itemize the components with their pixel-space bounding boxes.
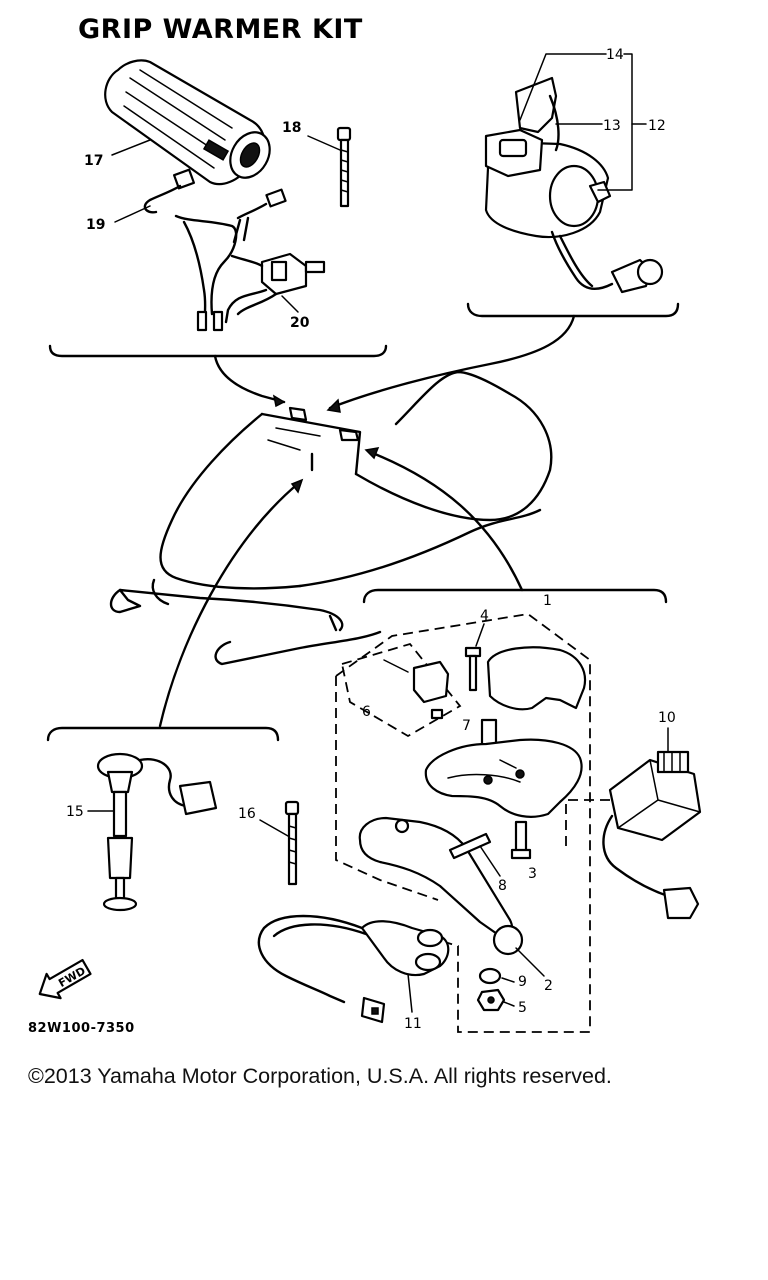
callout-14: 14 xyxy=(606,47,624,63)
callout-6: 6 xyxy=(362,704,371,720)
callout-19: 19 xyxy=(86,217,105,233)
snowmobile-outline xyxy=(109,370,553,666)
callout-16: 16 xyxy=(238,806,256,822)
callout-8: 8 xyxy=(498,878,507,894)
callout-13: 13 xyxy=(603,118,621,134)
throttle-housing-group xyxy=(484,76,664,294)
callout-18: 18 xyxy=(282,120,301,136)
callout-10: 10 xyxy=(658,710,676,726)
parts-diagram: 17 18 19 xyxy=(28,47,702,1036)
grip-warmer-kit-group: 17 18 19 xyxy=(48,59,388,408)
callout-4: 4 xyxy=(480,608,489,624)
callout-9: 9 xyxy=(518,974,527,990)
callout-7: 7 xyxy=(462,718,471,734)
wire-harness-19 xyxy=(143,168,287,332)
callout-12: 12 xyxy=(648,118,666,134)
diagram-code: 82W100-7350 xyxy=(28,1021,135,1036)
callout-17: 17 xyxy=(84,153,103,169)
callout-15: 15 xyxy=(66,804,84,820)
switch-20 xyxy=(224,252,326,324)
callout-1: 1 xyxy=(543,593,552,609)
left-parts-group: 15 16 xyxy=(46,726,300,912)
copyright-notice: ©2013 Yamaha Motor Corporation, U.S.A. A… xyxy=(28,1064,612,1088)
fwd-arrow: FWD xyxy=(38,958,92,1000)
callout-20: 20 xyxy=(290,315,310,331)
cable-tie-18 xyxy=(336,126,352,208)
callout-11: 11 xyxy=(404,1016,422,1032)
grip-part xyxy=(104,59,271,186)
housing-kit-group: 4 7 6 2 8 3 1 9 5 xyxy=(257,588,702,1033)
callout-2: 2 xyxy=(544,978,553,994)
callout-3: 3 xyxy=(528,866,537,882)
callout-5: 5 xyxy=(518,1000,527,1016)
diagram-title: GRIP WARMER KIT xyxy=(78,14,363,45)
